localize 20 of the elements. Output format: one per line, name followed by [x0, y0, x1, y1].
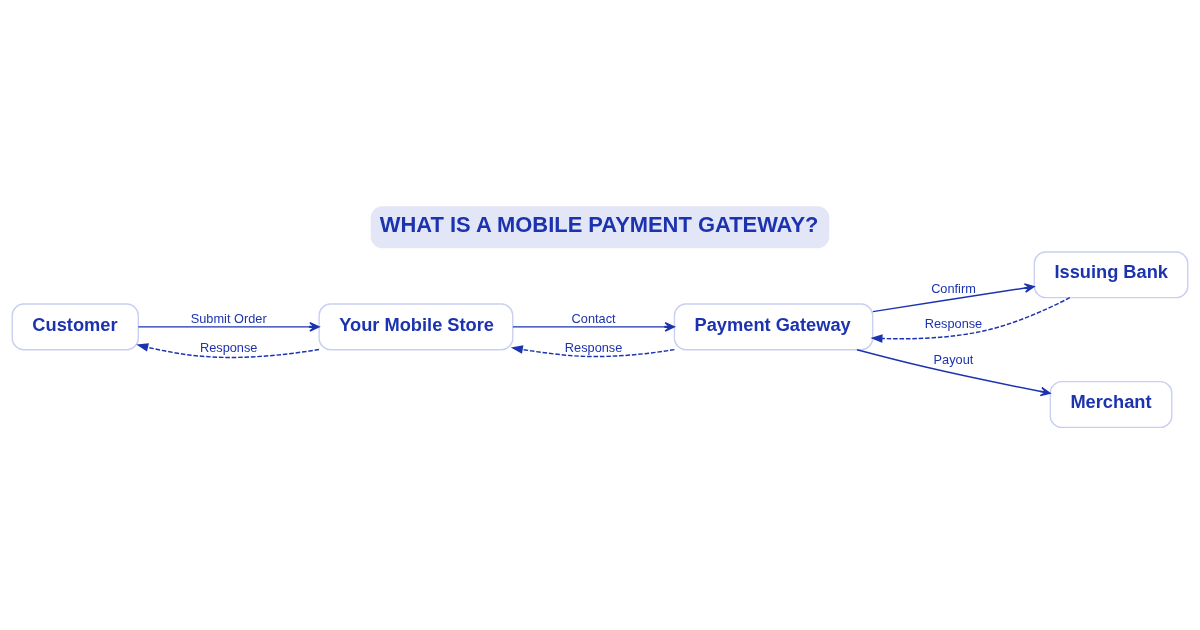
arrow — [136, 343, 320, 359]
arrow — [510, 345, 676, 358]
arrow — [137, 322, 320, 332]
edge-label: Confirm — [931, 281, 976, 297]
edge-label: Response — [924, 315, 983, 331]
node-box: Merchant — [1049, 381, 1173, 429]
arrow — [872, 283, 1035, 313]
node-box: Customer — [11, 303, 139, 351]
edge-label: Submit Order — [190, 311, 267, 327]
node-box: Issuing Bank — [1033, 251, 1189, 299]
edge-label: Payout — [933, 351, 974, 367]
diagram-title: WHAT IS A MOBILE PAYMENT GATEWAY? — [379, 212, 819, 238]
node-box: Payment Gateway — [673, 303, 874, 351]
edge-label: Response — [564, 339, 623, 355]
edge-label: Contact — [571, 311, 616, 327]
arrow — [870, 297, 1071, 343]
arrow — [856, 349, 1051, 397]
arrow — [512, 322, 675, 332]
node-box: Your Mobile Store — [318, 303, 514, 351]
edge-label: Response — [199, 339, 258, 355]
